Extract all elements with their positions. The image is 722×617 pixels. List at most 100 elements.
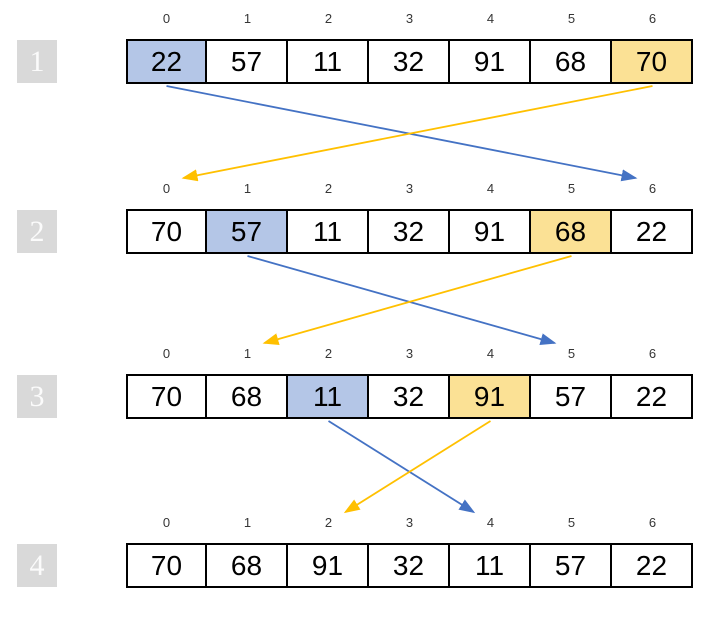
index-label: 1 [243,346,252,361]
step-badge-label: 2 [29,214,45,248]
index-label: 5 [567,515,576,530]
cell-value: 91 [473,45,506,77]
cell-value: 70 [150,380,183,412]
index-label: 5 [567,181,576,196]
index-label: 1 [243,11,252,26]
array-cell: 32 [369,209,450,254]
index-label: 3 [405,515,414,530]
index-label: 2 [324,11,333,26]
cell-value: 32 [392,215,425,247]
array-cell: 32 [369,374,450,419]
swap-arrow-blue [166,85,638,182]
index-label: 4 [486,346,495,361]
index-label: 5 [567,346,576,361]
swap-arrow-yellow [181,85,653,182]
array-cell: 70 [126,374,207,419]
cell-value: 68 [554,45,587,77]
cell-value: 22 [635,215,668,247]
index-label: 0 [162,11,171,26]
array-row: 22 57 11 32 91 68 70 [126,39,693,84]
array-cell: 70 [126,209,207,254]
cell-value: 68 [554,215,587,247]
cell-value: 32 [392,380,425,412]
swap-arrow-yellow [343,420,491,514]
cell-value: 11 [312,380,343,412]
cell-value: 11 [312,45,343,77]
array-cell: 32 [369,543,450,588]
cell-value: 91 [473,380,506,412]
step-badge-label: 1 [29,44,45,78]
cell-value: 57 [230,215,263,247]
step-badge: 4 [17,544,57,587]
index-label: 0 [162,515,171,530]
array-cell-swap-source-blue: 11 [288,374,369,419]
swap-arrow-yellow [262,255,572,345]
array-cell: 11 [450,543,531,588]
array-row: 70 68 91 32 11 57 22 [126,543,693,588]
swap-arrow-blue [328,420,476,514]
index-label: 6 [648,346,657,361]
array-cell-swap-source-blue: 57 [207,209,288,254]
step-badge-label: 3 [29,379,45,413]
index-label: 0 [162,181,171,196]
cell-value: 91 [473,215,506,247]
index-label: 3 [405,11,414,26]
array-cell: 57 [531,374,612,419]
cell-value: 22 [150,45,183,77]
index-label: 2 [324,181,333,196]
cell-value: 22 [635,380,668,412]
cell-value: 11 [312,215,343,247]
array-cell: 57 [207,39,288,84]
cell-value: 91 [311,549,344,581]
index-label: 2 [324,515,333,530]
array-cell: 68 [207,374,288,419]
array-cell: 91 [288,543,369,588]
array-cell: 22 [612,374,693,419]
index-label: 6 [648,515,657,530]
array-cell: 22 [612,209,693,254]
cell-value: 70 [150,549,183,581]
array-cell: 11 [288,209,369,254]
cell-value: 57 [230,45,263,77]
cell-value: 68 [230,549,263,581]
step-badge: 3 [17,375,57,418]
cell-value: 32 [392,549,425,581]
step-badge: 1 [17,40,57,83]
index-label: 5 [567,11,576,26]
index-label: 4 [486,515,495,530]
index-label: 6 [648,11,657,26]
index-label: 4 [486,181,495,196]
array-cell: 91 [450,39,531,84]
cell-value: 32 [392,45,425,77]
index-label: 1 [243,515,252,530]
array-cell: 68 [531,39,612,84]
array-cell: 57 [531,543,612,588]
index-label: 3 [405,346,414,361]
cell-value: 70 [150,215,183,247]
array-cell: 32 [369,39,450,84]
cell-value: 11 [474,549,505,581]
cell-value: 57 [554,549,587,581]
step-badge: 2 [17,210,57,253]
index-label: 4 [486,11,495,26]
index-label: 6 [648,181,657,196]
cell-value: 22 [635,549,668,581]
cell-value: 68 [230,380,263,412]
cell-value: 70 [635,45,668,77]
array-cell: 70 [126,543,207,588]
array-row: 70 68 11 32 91 57 22 [126,374,693,419]
array-cell: 22 [612,543,693,588]
index-label: 0 [162,346,171,361]
array-cell: 11 [288,39,369,84]
swap-arrow-blue [247,255,557,345]
index-label: 2 [324,346,333,361]
array-cell: 68 [207,543,288,588]
cell-value: 57 [554,380,587,412]
array-cell-swap-source-blue: 22 [126,39,207,84]
index-label: 1 [243,181,252,196]
array-cell-swap-source-yellow: 70 [612,39,693,84]
array-cell: 91 [450,209,531,254]
array-cell-swap-source-yellow: 91 [450,374,531,419]
step-badge-label: 4 [29,548,45,582]
